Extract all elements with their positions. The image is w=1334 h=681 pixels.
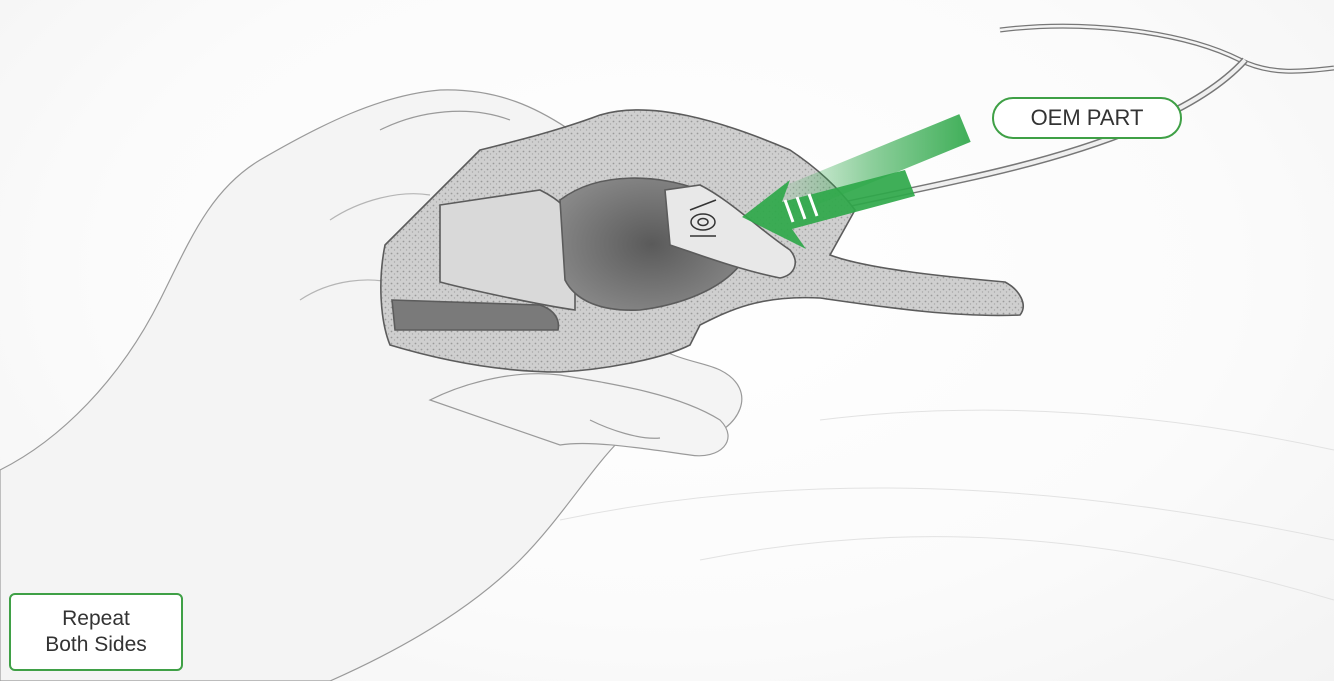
repeat-label-line2: Both Sides <box>11 632 181 658</box>
repeat-both-sides-callout: Repeat Both Sides <box>9 593 183 671</box>
oem-part-callout: OEM PART <box>992 97 1182 139</box>
repeat-label-line1: Repeat <box>11 606 181 632</box>
